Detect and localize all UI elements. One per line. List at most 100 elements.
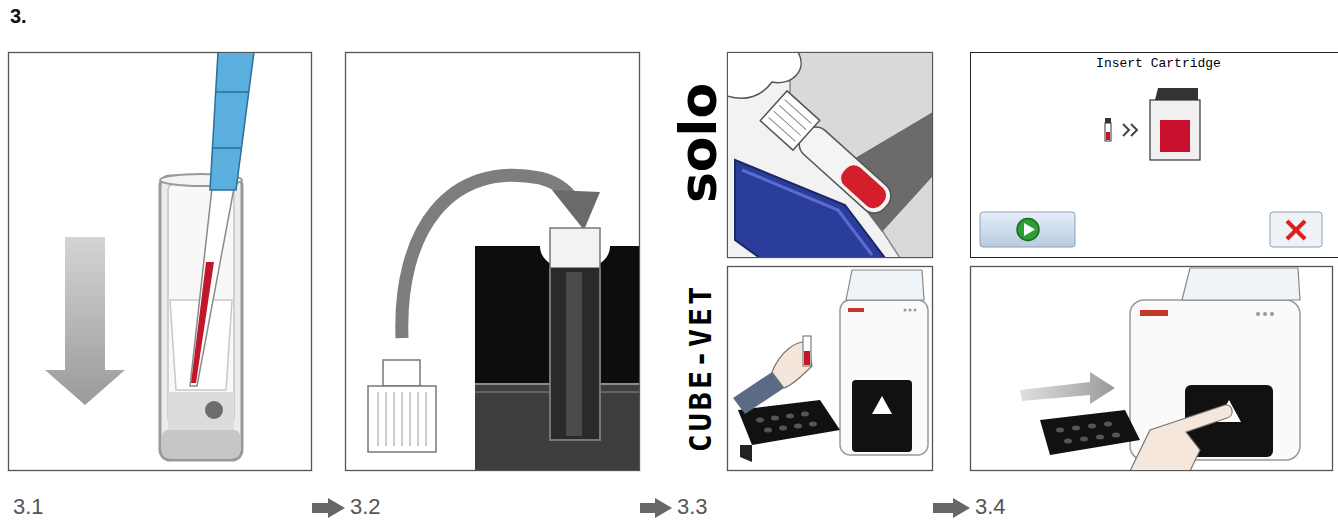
solo-device-insert-part [728,53,801,98]
product-name: CUBE-VET [683,284,718,453]
cube-vet-load-tube-part-part [771,416,779,421]
panel-frames-part [728,53,933,258]
solo-device-insert-part-part [779,105,806,129]
cube-vet-load-tube-part [848,308,864,312]
screen-icons-part [1123,124,1129,136]
cube-vet-load-tube [733,270,928,462]
cube-vet-press-door-part-part [1064,439,1072,444]
step-heading: 3. [10,5,27,28]
cube-vet-press-door-part [1182,268,1300,300]
screen-icons-part [1017,219,1039,241]
panel-frames [9,53,1333,471]
cap-onto-tube-part [368,386,436,452]
step-column: 3.1 [8,52,312,521]
step-number: 3.3 [677,494,708,519]
panel-frames-part [346,53,640,471]
cap-onto-tube-part-part [410,392,411,446]
cube-vet-load-tube-part-part [756,418,764,423]
step-arrow [933,498,970,518]
cube-vet-load-tube-part [909,309,912,312]
cube-vet-load-tube-part-part [809,422,817,427]
step-column: 3.4Insert Cartridge [970,52,1333,521]
pipette-into-tube-part [45,237,125,405]
pipette-into-tube [45,53,254,460]
step-arrow [640,498,672,518]
cap-onto-tube-part [550,228,600,268]
cube-vet-load-tube-part [840,300,928,455]
cap-onto-tube-part [383,360,420,386]
pipette-into-tube-part [191,262,214,383]
cube-vet-press-door-part [1130,405,1232,470]
pipette-into-tube-part [168,184,234,424]
cube-vet-press-door-part-part [1072,426,1080,431]
screen-icons-part [1106,132,1110,140]
cap-onto-tube-part-part [386,392,387,446]
cube-vet-load-tube-part [804,351,810,365]
solo-device-insert-part-part [785,100,812,124]
product-name: solo [668,83,728,203]
cap-onto-tube-part-part [418,392,419,446]
solo-device-insert-part-part [774,111,801,135]
panel-frames-part [971,267,1333,471]
solo-device-insert-part-part [760,91,819,150]
step-arrow [312,498,345,518]
screen-icons-part [1105,123,1111,141]
screen-panel: Insert Cartridge [970,52,1338,258]
cap-onto-tube-part [566,272,582,436]
screen-ground [971,53,1332,257]
cap-onto-tube-part-part [426,392,427,446]
step-number: 3.4 [975,494,1006,519]
cube-vet-press-door-part [1263,312,1267,316]
solo-device-insert-part-part [769,117,796,141]
cube-vet-press-door [1020,268,1300,470]
pipette-into-tube-part [205,401,223,419]
cube-vet-load-tube-part [852,380,912,452]
cap-onto-tube-part-part [402,392,403,446]
cap-onto-tube-part-part [378,392,379,446]
cap-onto-tube-part [378,392,426,446]
cube-vet-load-tube-part [914,309,917,312]
pipette-into-tube-part [190,188,234,386]
step-column: 3.2 [345,52,640,521]
pipette-into-tube-part [160,176,242,460]
cube-vet-load-tube-part-part [779,426,787,431]
screen-icons-part [1270,212,1322,247]
screen-icons-part [1287,221,1305,239]
screen-icons-part [980,212,1075,247]
cube-vet-load-tube-part [872,396,892,414]
cube-vet-press-door-part-part [1096,435,1104,440]
cube-vet-press-door-part [1020,372,1115,404]
pipette-into-tube-part [215,91,249,93]
screen-icons-part [1155,88,1198,100]
cap-onto-tube-part [475,246,639,470]
cube-vet-load-tube-part-part [764,428,772,433]
cube-vet-press-door-part [1270,312,1274,316]
cube-vet-press-door-part [1040,410,1140,455]
screen-icons [980,88,1322,247]
solo-device-insert-part [742,170,872,255]
cube-vet-press-door-part-part [1088,424,1096,429]
cube-vet-press-door-part [1056,422,1120,444]
pipette-into-tube-part [162,430,240,458]
pipette-into-tube-part [168,392,234,430]
cube-vet-load-tube-part [904,309,907,312]
cube-vet-load-tube-part [803,336,811,366]
cube-vet-press-door-part-part [1056,428,1064,433]
pipette-into-tube-part [210,53,254,190]
panel-frames-part [728,267,933,471]
cap-onto-tube-part-part [394,392,395,446]
cube-vet-press-door-part [1256,312,1260,316]
step-number: 3.2 [350,494,381,519]
cube-vet-press-door-part-part [1112,433,1120,438]
solo-device-insert-part [728,53,932,257]
cube-vet-press-door-part [1140,310,1168,316]
cube-vet-load-tube-part [756,412,817,433]
cube-vet-load-tube-part-part [801,412,809,417]
panel-frames-part [9,53,312,471]
cap-onto-tube-part [552,190,600,230]
screen-title: Insert Cartridge [971,56,1338,71]
solo-device-insert-part [735,160,885,257]
